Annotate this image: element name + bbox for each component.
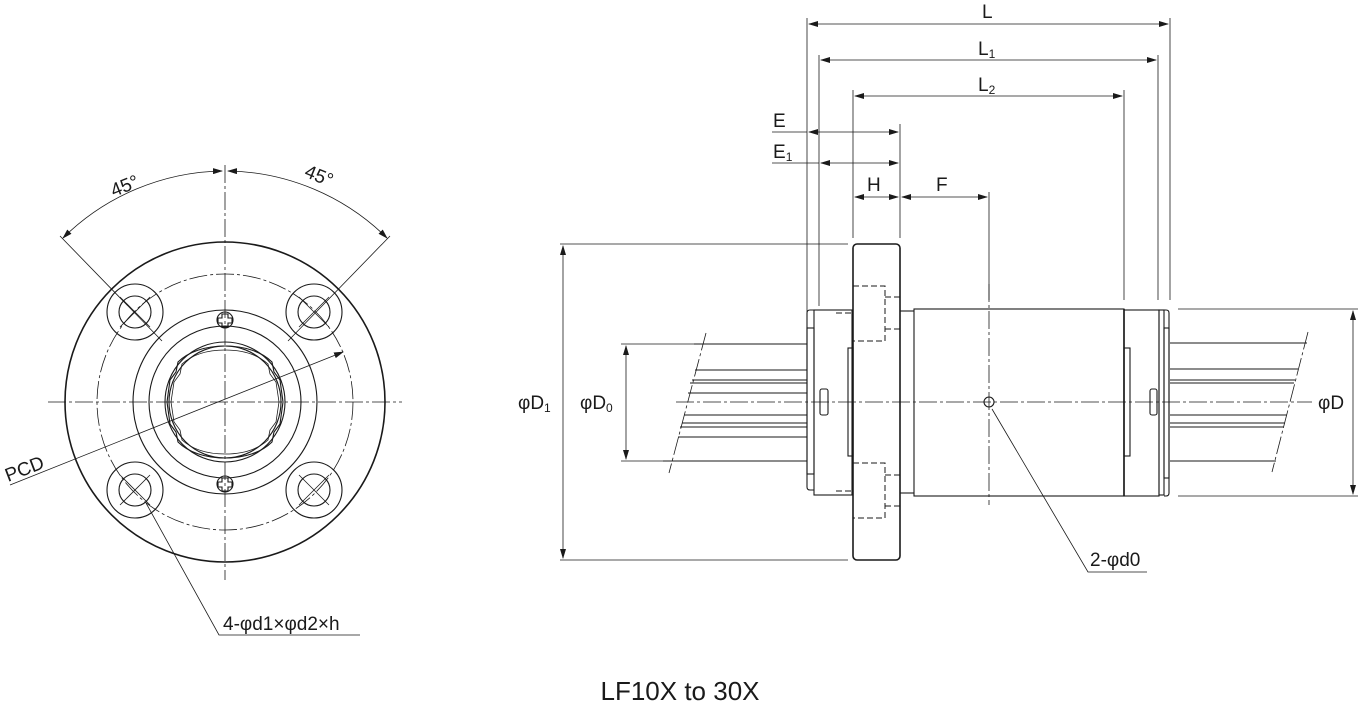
label-L2: L2 xyxy=(978,75,996,97)
shaft-right xyxy=(1170,331,1309,473)
mount-hole-top-left xyxy=(106,283,164,341)
right-end-cap xyxy=(1123,309,1170,497)
mount-hole-leader xyxy=(145,502,360,636)
label-phiD1: φD1 xyxy=(518,393,551,415)
angle-extension-left xyxy=(59,235,163,342)
label-F: F xyxy=(936,175,948,196)
bore-profile xyxy=(166,345,284,459)
pcd-label: PCD xyxy=(2,453,47,487)
screw-icon-top xyxy=(216,311,234,329)
label-E: E xyxy=(773,111,786,132)
lube-hole-label: 2-φd0 xyxy=(1090,550,1140,571)
front-view: 45° 45° PCD 4-φd1×φd2×h xyxy=(2,161,402,636)
screw-icon-bottom xyxy=(216,475,234,493)
nut-body xyxy=(900,308,1131,497)
mount-hole-top-right xyxy=(285,283,343,341)
label-E1: E1 xyxy=(773,142,793,164)
angle-extension-right xyxy=(287,235,391,342)
left-end-cap xyxy=(806,309,853,496)
mount-hole-bottom-right xyxy=(285,461,343,519)
pcd-circle xyxy=(96,273,354,531)
lube-hole-leader xyxy=(991,408,1147,573)
label-L1: L1 xyxy=(978,39,996,61)
label-phiD0: φD0 xyxy=(580,393,613,415)
side-view: 2-φd0 L L1 L2 E E1 H F φD1 xyxy=(518,2,1358,573)
angle-label-left: 45° xyxy=(108,172,143,202)
angle-arc-left xyxy=(62,168,223,239)
angle-label-right: 45° xyxy=(301,161,336,191)
angle-arc-right xyxy=(227,168,388,239)
label-L: L xyxy=(982,2,993,23)
seal-ring xyxy=(164,341,286,463)
body-ring xyxy=(132,309,318,495)
lube-hole xyxy=(983,396,995,408)
label-phiD: φD xyxy=(1318,393,1344,414)
flange-outer-circle xyxy=(64,241,386,563)
bore-profile-inner xyxy=(170,349,280,455)
label-H: H xyxy=(867,175,881,196)
shaft-left xyxy=(663,332,807,474)
mount-hole-label: 4-φd1×φd2×h xyxy=(223,614,340,635)
mount-hole-bottom-left xyxy=(106,461,164,519)
drawing-caption: LF10X to 30X xyxy=(600,676,760,706)
pcd-leader-line xyxy=(9,351,344,486)
flange xyxy=(836,243,901,561)
